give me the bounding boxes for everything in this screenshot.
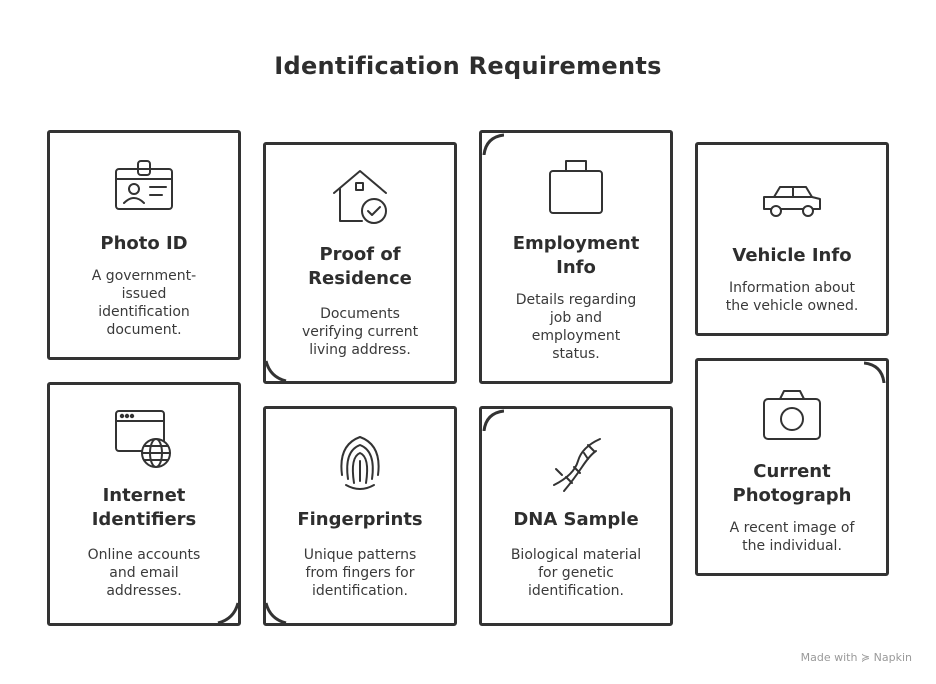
card-proof-of-residence: Proof of Residence Documents verifying c…	[263, 142, 457, 384]
napkin-watermark: Made with ≽ Napkin	[800, 651, 912, 664]
card-internet-identifiers: Internet Identifiers Online accounts and…	[47, 382, 241, 626]
card-title: DNA Sample	[513, 509, 639, 530]
card-title: Current Photograph	[732, 461, 852, 506]
card-title: Fingerprints	[297, 509, 423, 530]
browser-globe-icon	[112, 407, 176, 471]
card-vehicle-info: Vehicle Info Information about the vehic…	[695, 142, 889, 336]
card-title: Vehicle Info	[732, 245, 852, 266]
card-description: Information about the vehicle owned.	[725, 280, 859, 314]
card-title: Employment Info	[512, 233, 640, 278]
fingerprint-icon	[328, 431, 392, 495]
id-badge-icon	[112, 157, 176, 221]
briefcase-icon	[544, 155, 608, 219]
card-current-photograph: Current Photograph A recent image of the…	[695, 358, 889, 576]
card-employment-info: Employment Info Details regarding job an…	[479, 130, 673, 384]
page-curl-icon	[217, 602, 238, 623]
card-title: Photo ID	[100, 233, 188, 254]
page-curl-icon	[482, 409, 504, 431]
card-description: Unique patterns from fingers for identif…	[303, 547, 417, 599]
car-icon	[760, 167, 824, 231]
page-curl-icon	[864, 361, 886, 383]
house-check-icon	[328, 165, 392, 229]
page-curl-icon	[482, 133, 504, 155]
card-fingerprints: Fingerprints Unique patterns from finger…	[263, 406, 457, 626]
card-description: Documents verifying current living addre…	[301, 306, 419, 358]
card-title: Internet Identifiers	[91, 485, 197, 530]
dna-icon	[544, 431, 608, 495]
diagram-title: Identification Requirements	[274, 52, 662, 80]
card-description: Online accounts and email addresses.	[87, 547, 201, 599]
card-description: Biological material for genetic identifi…	[510, 547, 642, 599]
card-title: Proof of Residence	[308, 244, 412, 289]
card-photo-id: Photo ID A government- issued identifica…	[47, 130, 241, 360]
card-description: Details regarding job and employment sta…	[515, 292, 637, 362]
card-description: A government- issued identification docu…	[91, 268, 197, 338]
page-curl-icon	[266, 602, 287, 623]
card-description: A recent image of the individual.	[729, 520, 855, 554]
page-curl-icon	[266, 360, 287, 381]
card-dna-sample: DNA Sample Biological material for genet…	[479, 406, 673, 626]
camera-icon	[760, 383, 824, 447]
